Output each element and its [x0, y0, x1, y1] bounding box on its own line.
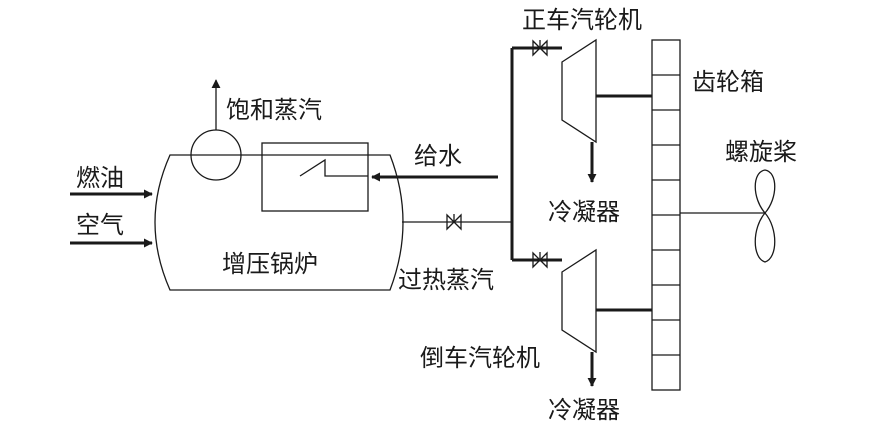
boiler-body [154, 154, 404, 291]
ahead-turbine [561, 38, 597, 144]
label-condenser-bottom: 冷凝器 [548, 396, 620, 424]
label-gearbox: 齿轮箱 [692, 68, 764, 96]
astern-valve [532, 251, 548, 269]
label-condenser-top: 冷凝器 [548, 198, 620, 226]
label-fuel-oil: 燃油 [76, 164, 124, 192]
superheater-box [261, 142, 369, 212]
label-propeller: 螺旋桨 [725, 138, 797, 166]
propeller [754, 169, 776, 263]
superheated-steam-valve [446, 213, 462, 231]
astern-turbine [561, 248, 597, 354]
label-boiler: 增压锅炉 [222, 250, 318, 278]
label-astern-turbine: 倒车汽轮机 [420, 344, 540, 372]
superheater-coil [299, 158, 368, 177]
label-air: 空气 [76, 211, 124, 239]
label-feed-water: 给水 [414, 142, 462, 170]
label-superheated-steam: 过热蒸汽 [398, 266, 494, 294]
gearbox [651, 39, 681, 391]
label-saturated-steam: 饱和蒸汽 [226, 96, 322, 124]
ahead-valve [532, 39, 548, 57]
label-ahead-turbine: 正车汽轮机 [522, 6, 642, 34]
